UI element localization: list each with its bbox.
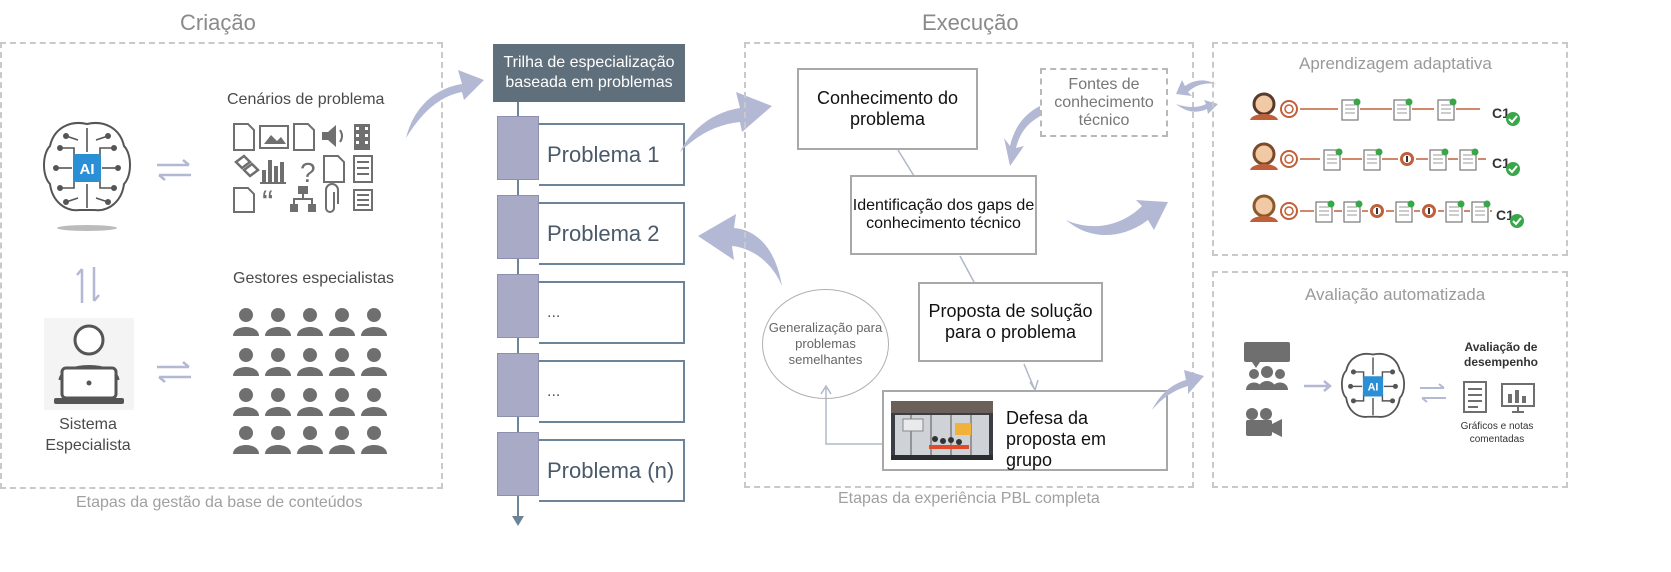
learner-path-1: C1 [1250, 92, 1521, 127]
report-chart-icons [1463, 381, 1535, 413]
defesa-label: Defesa da proposta em grupo [1006, 408, 1107, 470]
scenario-icons-grid: ? “ [233, 123, 373, 214]
arrow-right-icon [1304, 380, 1332, 392]
ai-brain-icon: AI [43, 122, 131, 231]
bidirectional-arrow-icon-3 [1420, 383, 1446, 403]
flow-arrow-icon-3 [1152, 370, 1204, 410]
problem-tab-4 [497, 353, 539, 417]
c1-label-1: C1 [1492, 105, 1510, 121]
problem-tab-1 [497, 116, 539, 180]
fontes-box: Fontes de conhecimento técnico [1040, 68, 1168, 137]
chat-bubble-icon [1244, 342, 1290, 362]
criacao-panel [0, 42, 443, 489]
c1-label-3: C1 [1496, 207, 1514, 223]
ai-label: AI [80, 161, 95, 178]
file-icon [233, 187, 255, 213]
learner-path-3: C1 [1250, 194, 1525, 229]
problem-tab-5 [497, 432, 539, 496]
newspaper-icon [353, 189, 373, 211]
text-file-icon [293, 123, 315, 151]
aprendizagem-title: Aprendizagem adaptativa [1299, 54, 1492, 73]
managers-icons-grid [233, 308, 387, 454]
double-curved-arrow-icon [1176, 80, 1218, 114]
group-icon [1249, 369, 1259, 379]
bidirectional-arrow-icon-2 [157, 361, 191, 383]
flow-arrow-icon-2 [680, 92, 772, 152]
hierarchy-icon [290, 186, 316, 212]
audience-video-icons [1244, 342, 1290, 437]
identificacao-box: Identificação dos gaps de conhecimento t… [850, 175, 1037, 255]
group-meeting-photo [891, 401, 993, 460]
bidirectional-arrow-icon [157, 159, 191, 181]
avaliacao-title: Avaliação automatizada [1305, 285, 1486, 304]
problem-item-4[interactable]: ... [539, 360, 685, 423]
execucao-caption: Etapas da experiência PBL completa [838, 490, 1100, 507]
expert-system-user-icon [44, 318, 134, 410]
problem-tab-2 [497, 195, 539, 259]
problem-item-2[interactable]: Problema 2 [539, 202, 685, 265]
execucao-title: Execução [922, 10, 1019, 35]
vertical-bidirectional-arrow-icon [76, 267, 100, 303]
avaliacao-panel [1212, 271, 1568, 488]
ai-label-2: AI [1368, 382, 1379, 394]
trilha-arrow-down-icon [512, 516, 524, 526]
learner-path-2: C1 [1250, 142, 1521, 177]
problem-item-5[interactable]: Problema (n) [539, 439, 685, 502]
problem-item-1[interactable]: Problema 1 [539, 123, 685, 186]
problem-tab-3 [497, 274, 539, 338]
proposta-box: Proposta de solução para o problema [918, 282, 1103, 362]
adaptive-learning-paths: C1 C1 [1250, 92, 1525, 229]
ai-brain-icon-2: AI [1340, 352, 1406, 418]
c1-label-2: C1 [1492, 155, 1510, 171]
criacao-caption: Etapas da gestão da base de conteúdos [76, 494, 363, 511]
video-camera-icon [1246, 420, 1272, 436]
link-icon [234, 154, 260, 178]
graficos-label: Gráficos e notas comentadas [1460, 421, 1534, 445]
aprendizagem-panel [1212, 42, 1568, 256]
criacao-title: Criação [180, 10, 256, 35]
trilha-header: Trilha de especialização baseada em prob… [493, 44, 685, 102]
flow-arrow-icon [406, 70, 484, 138]
image-icon [259, 125, 289, 149]
return-arrow-icon [698, 214, 782, 286]
checklist-icon [353, 155, 373, 183]
question-icon: ? [300, 157, 316, 188]
problem-item-3[interactable]: ... [539, 281, 685, 344]
execucao-panel [744, 42, 1194, 488]
bar-chart-icon [260, 160, 286, 184]
generalizacao-ellipse: Generalização para problemas semelhantes [762, 289, 889, 399]
report-icon [1463, 381, 1487, 413]
paperclip-icon [325, 183, 339, 213]
speaker-icon [322, 125, 336, 147]
gestores-label: Gestores especialistas [233, 270, 394, 287]
document-icon [233, 123, 255, 151]
conhecimento-box: Conhecimento do problema [797, 68, 978, 150]
page-icon [323, 155, 345, 183]
cenarios-label: Cenários de problema [227, 91, 385, 108]
sistema-especialista-label: Sistema Especialista [45, 416, 131, 454]
desempenho-label: Avaliação de desempenho [1463, 340, 1538, 369]
quote-icon: “ [262, 184, 273, 214]
